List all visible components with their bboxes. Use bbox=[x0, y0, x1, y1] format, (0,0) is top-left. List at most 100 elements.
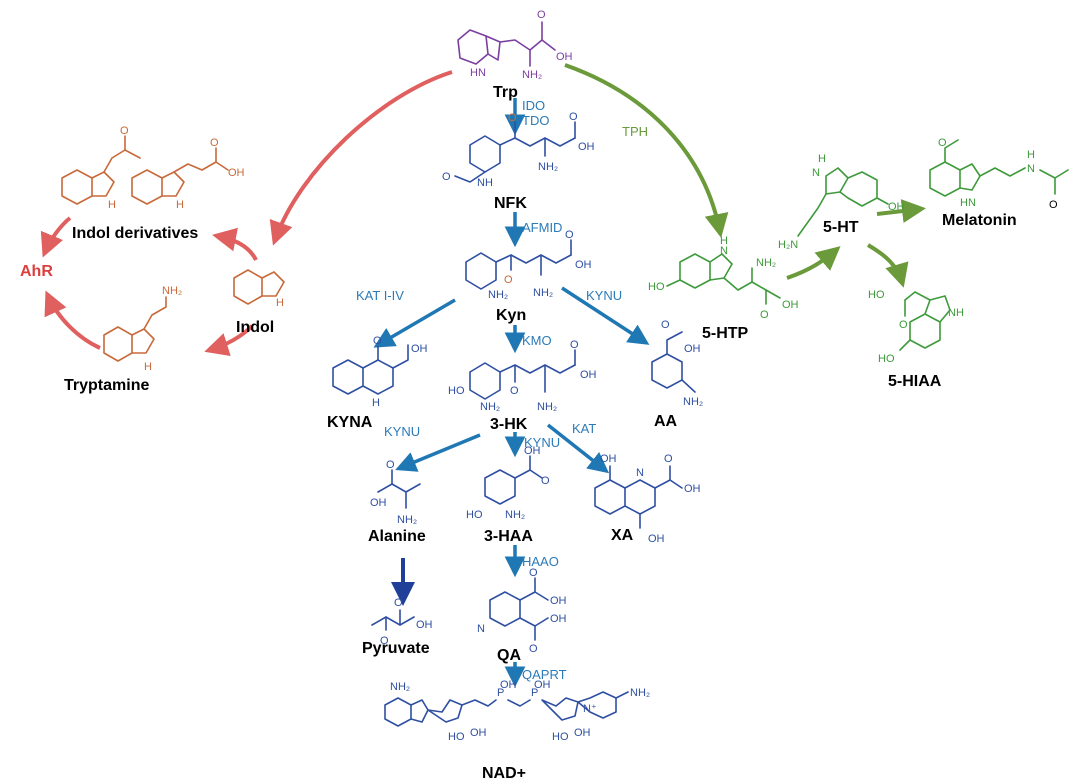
enzyme-haao: HAAO bbox=[522, 554, 559, 569]
kyna-o-atom: O bbox=[373, 335, 382, 347]
arrow-5ht-to-melatonin bbox=[876, 199, 926, 223]
enzyme-kynu-aa: KYNU bbox=[586, 288, 622, 303]
alanine-nh2-atom: NH₂ bbox=[397, 514, 417, 526]
qa-o-top-atom: O bbox=[529, 567, 538, 579]
label-nad: NAD+ bbox=[482, 765, 526, 782]
pyruvate-o-atom: O bbox=[380, 635, 389, 647]
xa-oh-atom: OH bbox=[684, 483, 701, 495]
label-nfk: NFK bbox=[494, 195, 527, 212]
tryptamine-structure: NH₂ H bbox=[103, 285, 182, 373]
arrow-kyn-to-kyna bbox=[373, 298, 456, 348]
kyn-alpha-nh2-atom: NH₂ bbox=[533, 287, 553, 299]
ht5-oh-atom: OH bbox=[888, 201, 905, 213]
label-xa: XA bbox=[611, 527, 634, 544]
hiaa5-o-atom: O bbox=[899, 319, 908, 331]
kyna-oh-atom: OH bbox=[411, 343, 428, 355]
enzyme-tph: TPH bbox=[622, 124, 648, 139]
compound-labels: Trp NFK Kyn KYNA AA 3-HK Alanine 3-HAA X… bbox=[20, 84, 1017, 782]
pyruvate-o-top-atom: O bbox=[394, 597, 403, 609]
aa-structure: O OH NH₂ bbox=[651, 319, 703, 408]
melatonin-o-atom: O bbox=[938, 137, 947, 149]
kyn-nh2-atom: NH₂ bbox=[488, 289, 508, 301]
label-indol-derivatives: Indol derivatives bbox=[72, 225, 198, 242]
qa-n-atom: N bbox=[477, 623, 485, 635]
nfk-oh-atom: OH bbox=[578, 141, 595, 153]
melatonin-h-atom: H bbox=[1027, 149, 1035, 161]
arrow-5ht-to-5hiaa bbox=[866, 243, 909, 288]
label-5htp: 5-HTP bbox=[702, 325, 749, 342]
nfk-o-atom: O bbox=[569, 111, 578, 123]
haa3-ho-atom: HO bbox=[466, 509, 483, 521]
arrow-3hk-to-xa bbox=[546, 423, 610, 474]
nad-oh-right-atom: OH bbox=[534, 679, 551, 691]
enzyme-kat-i-iv: KAT I-IV bbox=[356, 288, 404, 303]
aa-nh2-atom: NH₂ bbox=[683, 396, 703, 408]
enzyme-tdo: TDO bbox=[522, 113, 549, 128]
ht5-h2n-atom: H₂N bbox=[778, 239, 798, 251]
hk3-nh2-atom: NH₂ bbox=[480, 401, 500, 413]
arrow-indol-to-tryptamine bbox=[204, 324, 254, 357]
enzyme-kynu-alanine: KYNU bbox=[384, 424, 420, 439]
haa3-o-atom: O bbox=[541, 475, 550, 487]
nad-p-left-atom: P bbox=[497, 687, 504, 699]
nad-ho-right-atom: HO bbox=[552, 731, 569, 743]
deriv-o-right-atom: O bbox=[210, 137, 219, 149]
pyruvate-oh-atom: OH bbox=[416, 619, 433, 631]
nad-oh-left-atom: OH bbox=[500, 679, 517, 691]
htp5-o-atom: O bbox=[760, 309, 769, 321]
htp5-nh2-atom: NH₂ bbox=[756, 257, 776, 269]
nad-oh-sugar-left-atom: OH bbox=[470, 727, 487, 739]
hk3-o-atom: O bbox=[570, 339, 579, 351]
nad-ho-left-atom: HO bbox=[448, 731, 465, 743]
nad-n-plus-atom: N⁺ bbox=[583, 703, 597, 715]
label-trp: Trp bbox=[493, 84, 518, 101]
label-qa: QA bbox=[497, 647, 521, 664]
kyna-nh-atom: H bbox=[372, 397, 380, 409]
trp-oh-atom: OH bbox=[556, 51, 573, 63]
enzyme-kmo: KMO bbox=[522, 333, 552, 348]
enzyme-afmid: AFMID bbox=[522, 220, 562, 235]
melatonin-structure: O H N HN O bbox=[929, 137, 1069, 211]
arrow-3hk-to-alanine bbox=[395, 433, 481, 472]
qa-o-bottom-atom: O bbox=[529, 643, 538, 655]
xa-n-atom: N bbox=[636, 467, 644, 479]
nfk-ketone-o-atom: O bbox=[508, 112, 517, 124]
melatonin-carbonyl-o-atom: O bbox=[1049, 199, 1058, 211]
trp-hn-atom: HN bbox=[470, 67, 486, 79]
kyn-structure: NH₂ O NH₂ O OH bbox=[465, 229, 592, 301]
nfk-nh2-atom: NH₂ bbox=[538, 161, 558, 173]
label-3haa: 3-HAA bbox=[484, 528, 533, 545]
nfk-structure: NH O O OH NH₂ O bbox=[442, 111, 595, 189]
nad-p-right-atom: P bbox=[531, 687, 538, 699]
htp5-n-atom: N bbox=[720, 245, 728, 257]
hk3-alpha-nh2-atom: NH₂ bbox=[537, 401, 557, 413]
label-5ht: 5-HT bbox=[823, 219, 859, 236]
htp5-h-atom: H bbox=[720, 235, 728, 247]
label-tryptamine: Tryptamine bbox=[64, 377, 149, 394]
trp-o-atom: O bbox=[537, 9, 546, 21]
deriv-o-left-atom: O bbox=[120, 125, 129, 137]
kyn-ketone-o-atom: O bbox=[504, 274, 513, 286]
arrow-5htp-to-5ht bbox=[786, 246, 841, 280]
alanine-structure: O OH NH₂ bbox=[370, 459, 421, 526]
aa-oh-atom: OH bbox=[684, 343, 701, 355]
label-5hiaa: 5-HIAA bbox=[888, 373, 942, 390]
hk3-structure: HO NH₂ O NH₂ O OH bbox=[448, 339, 597, 413]
arrow-indol-to-derivatives bbox=[212, 227, 258, 261]
nad-structure: NH₂ P P OH OH HO OH HO OH N⁺ NH₂ bbox=[384, 679, 650, 743]
kyn-oh-atom: OH bbox=[575, 259, 592, 271]
label-alanine: Alanine bbox=[368, 528, 426, 545]
hiaa5-structure: HO O NH HO bbox=[868, 289, 964, 365]
nad-oh-sugar-right-atom: OH bbox=[574, 727, 591, 739]
arrow-tryptamine-to-ahr bbox=[44, 290, 101, 350]
indol-structure: H bbox=[233, 269, 285, 309]
alanine-o-atom: O bbox=[386, 459, 395, 471]
nfk-nh-atom: NH bbox=[477, 177, 493, 189]
qa-structure: N O OH OH O bbox=[477, 567, 567, 655]
deriv-h-right-atom: H bbox=[176, 199, 184, 211]
indol-derivatives-structure: O H O OH H bbox=[61, 125, 245, 211]
hiaa5-ho-atom: HO bbox=[868, 289, 885, 301]
haa3-structure: OH O HO NH₂ bbox=[466, 445, 550, 521]
